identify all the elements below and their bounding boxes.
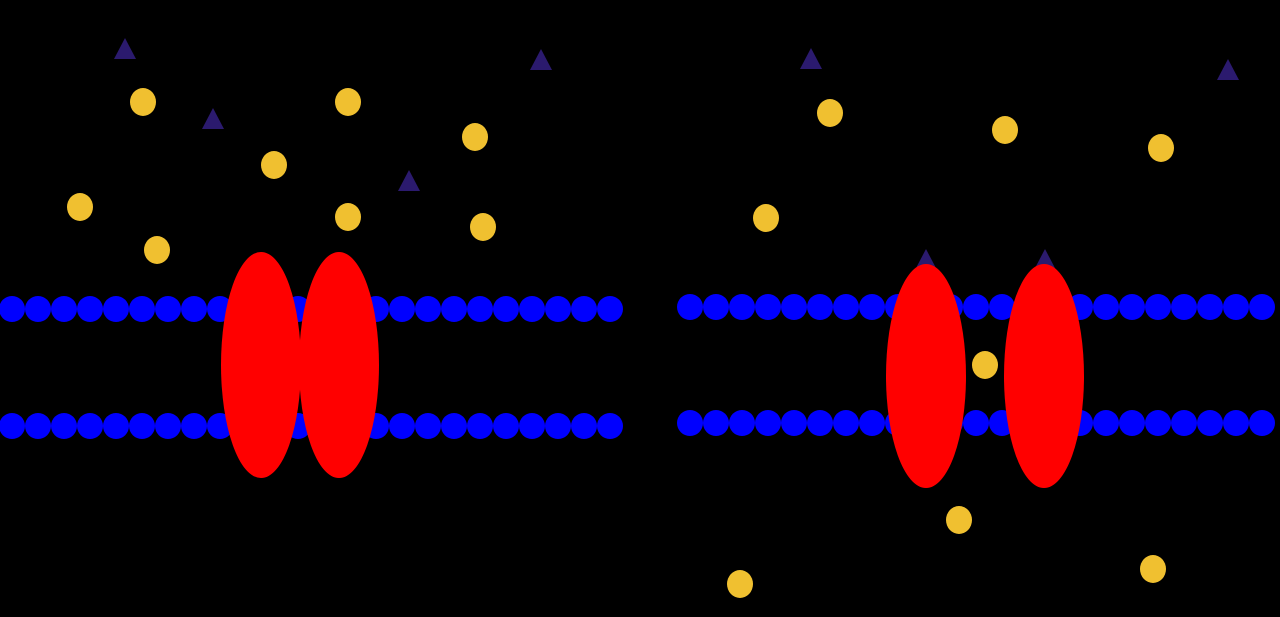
channel-subunit-left — [221, 252, 301, 478]
inner-leaflet-lipid-head — [1119, 410, 1145, 436]
outer-leaflet-lipid-head — [703, 294, 729, 320]
outer-leaflet-lipid-head — [1171, 294, 1197, 320]
outer-leaflet-lipid-head — [729, 294, 755, 320]
outer-leaflet-lipid-head — [545, 296, 571, 322]
channel-subunit-right — [299, 252, 379, 478]
outer-leaflet-lipid-head — [1145, 294, 1171, 320]
particle-circle — [470, 213, 496, 241]
outer-leaflet-lipid-head — [493, 296, 519, 322]
outer-leaflet-lipid-head — [1093, 294, 1119, 320]
particle-triangle — [530, 49, 552, 70]
inner-leaflet-lipid-head — [103, 413, 129, 439]
inner-leaflet-lipid-head — [1093, 410, 1119, 436]
outer-leaflet-lipid-head — [1223, 294, 1249, 320]
outer-leaflet-lipid-head — [597, 296, 623, 322]
inner-leaflet-lipid-head — [597, 413, 623, 439]
inner-leaflet-lipid-head — [571, 413, 597, 439]
outer-leaflet-lipid-head — [781, 294, 807, 320]
outer-leaflet-lipid-head — [677, 294, 703, 320]
outer-leaflet-lipid-head — [833, 294, 859, 320]
particle-circle — [67, 193, 93, 221]
particle-circle — [946, 506, 972, 534]
inner-leaflet-lipid-head — [519, 413, 545, 439]
outer-leaflet-lipid-head — [1197, 294, 1223, 320]
inner-leaflet-lipid-head — [389, 413, 415, 439]
inner-leaflet-lipid-head — [963, 410, 989, 436]
outer-leaflet-lipid-head — [155, 296, 181, 322]
particle-triangle — [202, 108, 224, 129]
inner-leaflet-lipid-head — [467, 413, 493, 439]
inner-leaflet-lipid-head — [545, 413, 571, 439]
particle-circle — [817, 99, 843, 127]
particle-circle — [1148, 134, 1174, 162]
outer-leaflet-lipid-head — [989, 294, 1015, 320]
channel-subunit-left — [886, 264, 966, 488]
outer-leaflet-lipid-head — [755, 294, 781, 320]
outer-leaflet-lipid-head — [51, 296, 77, 322]
particle-triangle — [915, 249, 937, 270]
particle-circle — [335, 203, 361, 231]
channel-subunit-right — [1004, 264, 1084, 488]
inner-leaflet-lipid-head — [729, 410, 755, 436]
particle-triangle — [398, 170, 420, 191]
inner-leaflet-lipid-head — [833, 410, 859, 436]
outer-leaflet-lipid-head — [25, 296, 51, 322]
inner-leaflet-lipid-head — [1171, 410, 1197, 436]
particle-circle — [130, 88, 156, 116]
particle-triangle — [1217, 59, 1239, 80]
inner-leaflet-lipid-head — [1249, 410, 1275, 436]
particle-circle — [144, 236, 170, 264]
particle-circle — [261, 151, 287, 179]
inner-leaflet-lipid-head — [155, 413, 181, 439]
outer-leaflet-lipid-head — [129, 296, 155, 322]
inner-leaflet-lipid-head — [441, 413, 467, 439]
inner-leaflet-lipid-head — [129, 413, 155, 439]
outer-leaflet-lipid-head — [389, 296, 415, 322]
inner-leaflet-lipid-head — [415, 413, 441, 439]
particle-triangle — [800, 48, 822, 69]
inner-leaflet-lipid-head — [807, 410, 833, 436]
inner-leaflet-lipid-head — [0, 413, 25, 439]
inner-leaflet-lipid-head — [1197, 410, 1223, 436]
outer-leaflet-lipid-head — [519, 296, 545, 322]
inner-leaflet-lipid-head — [51, 413, 77, 439]
inner-leaflet-lipid-head — [1223, 410, 1249, 436]
inner-leaflet-lipid-head — [493, 413, 519, 439]
outer-leaflet-lipid-head — [181, 296, 207, 322]
particle-circle — [992, 116, 1018, 144]
outer-leaflet-lipid-head — [0, 296, 25, 322]
closed-channel-panel — [0, 38, 623, 478]
inner-leaflet-lipid-head — [1145, 410, 1171, 436]
inner-leaflet-lipid-head — [859, 410, 885, 436]
inner-leaflet-lipid-head — [181, 413, 207, 439]
outer-leaflet-lipid-head — [441, 296, 467, 322]
open-channel-panel — [677, 48, 1275, 598]
outer-leaflet-lipid-head — [1249, 294, 1275, 320]
pore-particle-circle — [972, 351, 998, 379]
outer-leaflet-lipid-head — [103, 296, 129, 322]
outer-leaflet-lipid-head — [807, 294, 833, 320]
inner-leaflet-lipid-head — [755, 410, 781, 436]
particle-circle — [462, 123, 488, 151]
particle-circle — [727, 570, 753, 598]
particle-circle — [753, 204, 779, 232]
inner-leaflet-lipid-head — [703, 410, 729, 436]
outer-leaflet-lipid-head — [77, 296, 103, 322]
inner-leaflet-lipid-head — [677, 410, 703, 436]
particle-circle — [335, 88, 361, 116]
inner-leaflet-lipid-head — [781, 410, 807, 436]
outer-leaflet-lipid-head — [467, 296, 493, 322]
outer-leaflet-lipid-head — [963, 294, 989, 320]
outer-leaflet-lipid-head — [571, 296, 597, 322]
particle-circle — [1140, 555, 1166, 583]
inner-leaflet-lipid-head — [77, 413, 103, 439]
outer-leaflet-lipid-head — [859, 294, 885, 320]
outer-leaflet-lipid-head — [1119, 294, 1145, 320]
particle-triangle — [114, 38, 136, 59]
outer-leaflet-lipid-head — [415, 296, 441, 322]
inner-leaflet-lipid-head — [25, 413, 51, 439]
